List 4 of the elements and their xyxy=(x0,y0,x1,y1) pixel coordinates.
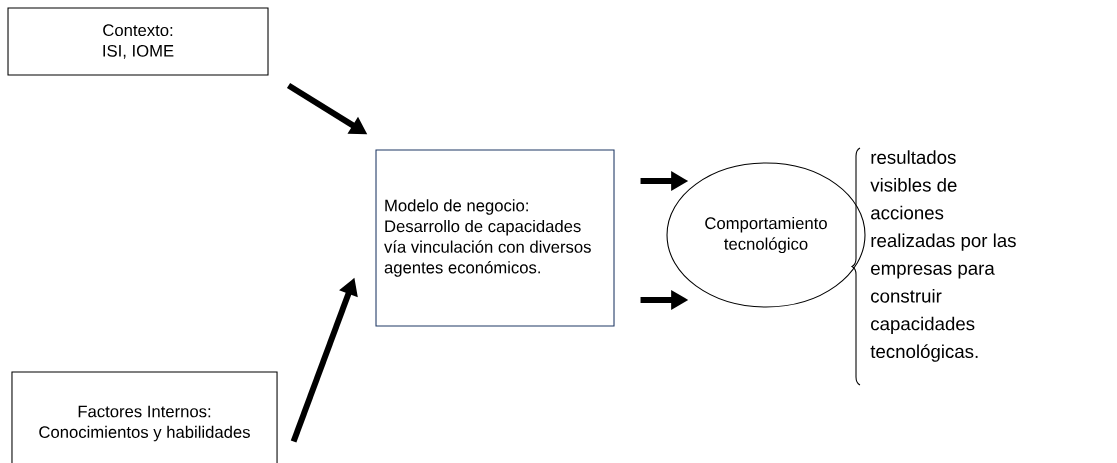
description-text: resultados visibles de acciones realizadas por las empresas para construir capacidades tecnológicas. xyxy=(870,150,1016,362)
text-box: Factores Internos: Conocimientos y habilidades xyxy=(11,371,278,463)
text-box: Modelo de negocio: Desarrollo de capacidades vía vinculación con diversos agentes económicos. xyxy=(375,149,615,327)
text-box: Contexto: ISI, IOME xyxy=(7,7,269,76)
